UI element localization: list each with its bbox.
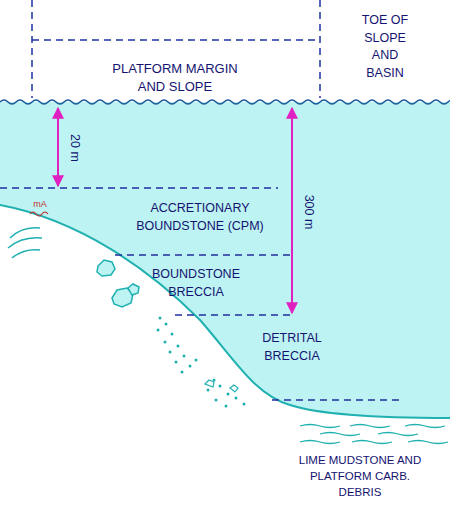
zone-divider bbox=[32, 39, 320, 41]
debris-dots bbox=[157, 317, 246, 408]
depth-dimension: 300 m bbox=[299, 195, 317, 230]
reef-symbol bbox=[30, 212, 48, 216]
breccia-block bbox=[97, 260, 115, 276]
depth-arrow bbox=[57, 108, 59, 186]
reef-symbol bbox=[10, 228, 40, 238]
breccia-block bbox=[230, 385, 238, 392]
zone-heading: TOE OF SLOPE AND BASIN bbox=[356, 12, 414, 82]
slope-profile bbox=[0, 205, 450, 418]
zone-divider bbox=[31, 0, 33, 98]
basin-sediment bbox=[300, 425, 448, 444]
zone-divider bbox=[319, 0, 321, 98]
reef-symbol bbox=[8, 238, 42, 248]
facies-boundary bbox=[115, 254, 292, 256]
sea-surface bbox=[0, 100, 450, 104]
breccia-block bbox=[205, 380, 214, 387]
depth-dimension: 20 m bbox=[65, 134, 83, 162]
facies-label: BOUNDSTONE BRECCIA bbox=[149, 266, 244, 301]
zone-heading: PLATFORM MARGIN AND SLOPE bbox=[105, 60, 245, 96]
facies-boundary bbox=[272, 399, 402, 401]
facies-label: LIME MUDSTONE AND PLATFORM CARB. DEBRIS bbox=[294, 452, 426, 500]
reef-symbol bbox=[12, 250, 40, 258]
sea-water bbox=[0, 102, 450, 418]
facies-label: ACCRETIONARY BOUNDSTONE (CPM) bbox=[134, 200, 266, 235]
reef-marker: mA bbox=[25, 198, 55, 211]
breccia-block bbox=[128, 284, 139, 295]
facies-label: DETRITAL BRECCIA bbox=[250, 330, 335, 365]
depth-arrow bbox=[291, 108, 293, 313]
facies-boundary bbox=[0, 187, 278, 189]
facies-boundary bbox=[175, 314, 292, 316]
